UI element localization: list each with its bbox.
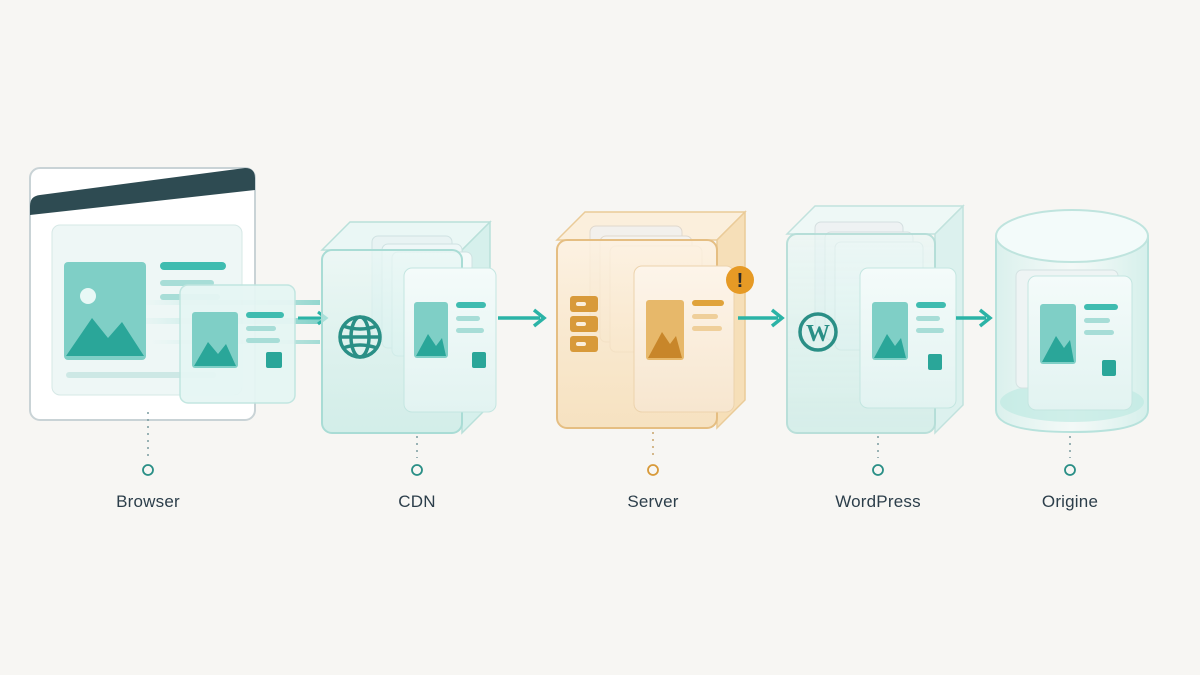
node-marker: [647, 464, 659, 476]
node-marker: [1064, 464, 1076, 476]
node-marker: [872, 464, 884, 476]
node-marker: [142, 464, 154, 476]
browser-node: [29, 167, 329, 421]
stage-label-server: Server: [627, 492, 679, 511]
wordpress-node: W: [785, 204, 993, 435]
globe-icon: [338, 315, 382, 359]
stage-label-origine: Origine: [1041, 492, 1099, 511]
stage-label-browser: Browser: [116, 492, 180, 511]
stage-label-wordpress: WordPress: [835, 492, 921, 511]
svg-text:!: !: [737, 270, 744, 292]
browser-titlebar: [30, 168, 255, 215]
origine-node: [995, 209, 1149, 434]
svg-text:W: W: [806, 321, 830, 347]
browser-dot-icon: [38, 232, 46, 240]
server-node: !: [555, 210, 785, 430]
warning-badge: !: [726, 266, 754, 294]
wordpress-icon: W: [798, 312, 838, 352]
cdn-node: [320, 220, 547, 435]
server-icon: [570, 296, 598, 352]
node-marker: [411, 464, 423, 476]
content-card-in-transit: [179, 284, 296, 404]
stage-label-cdn: CDN: [398, 492, 436, 511]
connectors: [142, 412, 1076, 476]
